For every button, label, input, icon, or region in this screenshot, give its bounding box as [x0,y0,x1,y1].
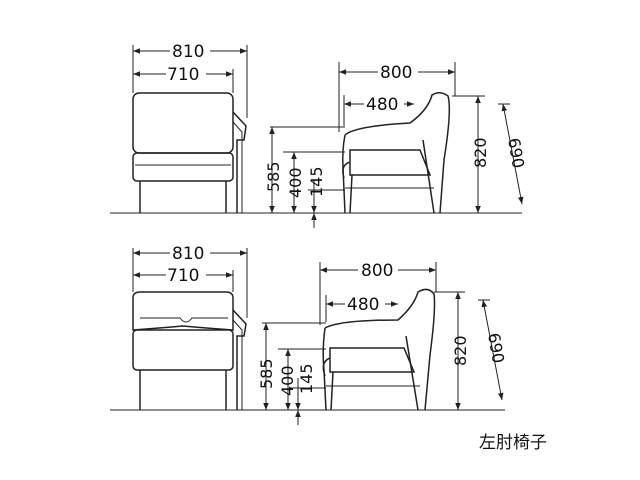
bottom-view: 810 710 800 480 585 400 145 [110,242,508,425]
arm-height-label: 585 [264,161,283,192]
side-chair-bottom [322,288,436,411]
front-total-width-label: 810 [172,244,204,264]
front-total-width-label: 810 [172,42,204,62]
side-seat-depth-label: 480 [366,95,398,115]
front-chair-bottom [132,291,247,410]
side-seat-depth-label: 480 [347,295,379,315]
side-depth-label: 800 [380,63,412,83]
total-height-label: 820 [451,335,470,366]
chair-type-caption: 左肘椅子 [479,433,547,453]
front-chair-top [132,92,247,213]
total-height-label: 820 [471,137,490,168]
front-seat-width-label: 710 [167,266,199,286]
side-depth-label: 800 [361,261,393,281]
side-chair-top [342,92,451,214]
front-seat-width-label: 710 [167,65,199,85]
seat-height-label: 400 [286,167,305,198]
leg-clearance-label: 145 [297,363,316,394]
back-height-label: 690 [484,331,508,364]
back-height-label: 690 [504,136,528,169]
leg-clearance-label: 145 [307,166,326,197]
seat-height-label: 400 [278,365,297,396]
top-view: 810 710 800 480 585 400 145 [110,40,528,228]
arm-height-label: 585 [257,358,276,389]
